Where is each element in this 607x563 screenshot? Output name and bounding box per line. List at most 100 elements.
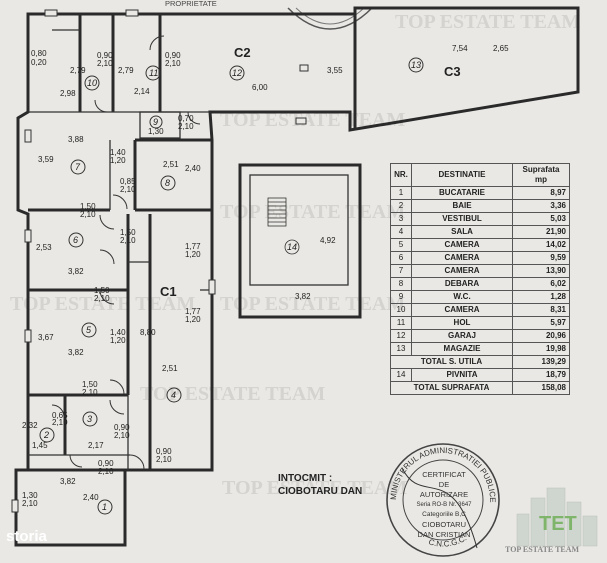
dimension-label: 2,10 (98, 467, 114, 476)
dimension-label: 1,50 (82, 380, 98, 389)
dimension-label: 1,45 (32, 441, 48, 450)
logo-caption: TOP ESTATE TEAM (505, 545, 580, 554)
zone-label-c3: C3 (444, 64, 461, 79)
dimension-label: 1,77 (185, 242, 201, 251)
dimension-label: 2,17 (88, 441, 104, 450)
table-cell: 3,36 (512, 199, 570, 213)
dimension-label: 6,00 (252, 83, 268, 92)
table-cell: MAGAZIE (411, 342, 513, 356)
table-cell: PIVNITA (411, 368, 513, 382)
authorization-stamp: MINISTERUL ADMINISTRATIEI PUBLICE C.N.C.… (386, 443, 500, 557)
dimension-label: 3,67 (38, 333, 54, 342)
table-cell: 18,79 (512, 368, 570, 382)
table-cell: 5,97 (512, 316, 570, 330)
table-cell: 8 (390, 277, 412, 291)
room-number: 3 (87, 414, 92, 424)
dimensions: 0,80 0,20 2,79 2,79 2,98 2,14 0,90 2,10 … (22, 44, 509, 508)
room-number: 7 (75, 162, 81, 172)
watermark-text: TOP ESTATE TEAM (220, 201, 405, 223)
table-header-row: NR. DESTINATIE Suprafata mp (390, 163, 570, 187)
dimension-label: 2,79 (70, 66, 86, 75)
room-number: 2 (43, 430, 49, 440)
zone-label-c2: C2 (234, 45, 251, 60)
table-header: Suprafata mp (512, 163, 570, 187)
storia-logo: storia (6, 528, 47, 545)
table-cell: 12 (390, 329, 412, 343)
table-cell: HOL (411, 316, 513, 330)
table-cell: 21,90 (512, 225, 570, 239)
dimension-label: 2,40 (185, 164, 201, 173)
dimension-label: 1,30 (148, 127, 164, 136)
dimension-label: 3,82 (295, 292, 311, 301)
dimension-label: 0,65 (52, 411, 68, 420)
dimension-label: 3,59 (38, 155, 54, 164)
dimension-label: 0,80 (31, 49, 47, 58)
table-header: NR. (390, 163, 412, 187)
dimension-label: 2,10 (165, 59, 181, 68)
dimension-label: 1,50 (94, 286, 110, 295)
room-number: 6 (73, 235, 78, 245)
dimension-label: 1,40 (110, 328, 126, 337)
dimension-label: 2,65 (493, 44, 509, 53)
stamp-line: AUTORIZARE (419, 490, 469, 499)
table-cell: 13,90 (512, 264, 570, 278)
stamp-line: Categoriile B,C (422, 511, 466, 518)
dimension-label: 2,40 (83, 493, 99, 502)
table-cell: W.C. (411, 290, 513, 304)
stamp-inner-text: CERTIFICAT DE AUTORIZARE Seria RO-B Nr. … (412, 470, 476, 540)
table-cell: VESTIBUL (411, 212, 513, 226)
prepared-by-label: INTOCMIT : (278, 473, 333, 484)
stamp-line: Seria RO-B Nr. 3647 (416, 502, 472, 508)
prepared-by-name: CIOBOTARU DAN (278, 486, 363, 497)
dimension-label: 1,20 (185, 315, 201, 324)
table-cell: 3 (390, 212, 412, 226)
table-cell: 11 (390, 316, 412, 330)
dimension-label: 2,10 (97, 59, 113, 68)
watermark-text: TOP ESTATE TEAM (220, 293, 405, 315)
stamp-line: DE (438, 480, 450, 489)
table-cell: CAMERA (411, 251, 513, 265)
table-cell: 1 (390, 186, 412, 200)
dimension-label: 1,20 (185, 250, 201, 259)
room-number: 12 (232, 68, 242, 78)
table-cell: 9,59 (512, 251, 570, 265)
table-cell: BAIE (411, 199, 513, 213)
table-cell: CAMERA (411, 238, 513, 252)
table-cell: DEBARA (411, 277, 513, 291)
dimension-label: 7,54 (452, 44, 468, 53)
dimension-label: 2,10 (22, 499, 38, 508)
table-cell: 8,31 (512, 303, 570, 317)
dimension-label: 1,40 (110, 148, 126, 157)
dimension-label: 3,55 (327, 66, 343, 75)
room-number: 4 (171, 390, 176, 400)
room-numbers: 10 11 12 13 9 7 8 6 5 4 3 2 1 14 (39, 57, 424, 515)
table-cell: 14 (390, 368, 412, 382)
room-number: 9 (153, 117, 158, 127)
room-number: 10 (87, 78, 97, 88)
table-cell: 158,08 (512, 381, 570, 395)
dimension-label: 2,10 (178, 122, 194, 131)
watermark-text: TOP ESTATE TEAM (140, 383, 325, 405)
table-cell: 13 (390, 342, 412, 356)
dimension-label: 1,50 (80, 202, 96, 211)
dimension-label: 2,10 (114, 431, 130, 440)
dimension-label: 2,10 (80, 210, 96, 219)
table-cell: 9 (390, 290, 412, 304)
table-cell: BUCATARIE (411, 186, 513, 200)
windows (11, 9, 309, 513)
watermark-text: TOP ESTATE TEAM (220, 109, 405, 131)
table-cell: 2 (390, 199, 412, 213)
dimension-label: 2,53 (36, 243, 52, 252)
dimension-label: 2,10 (156, 455, 172, 464)
dimension-label: 0,90 (114, 423, 130, 432)
